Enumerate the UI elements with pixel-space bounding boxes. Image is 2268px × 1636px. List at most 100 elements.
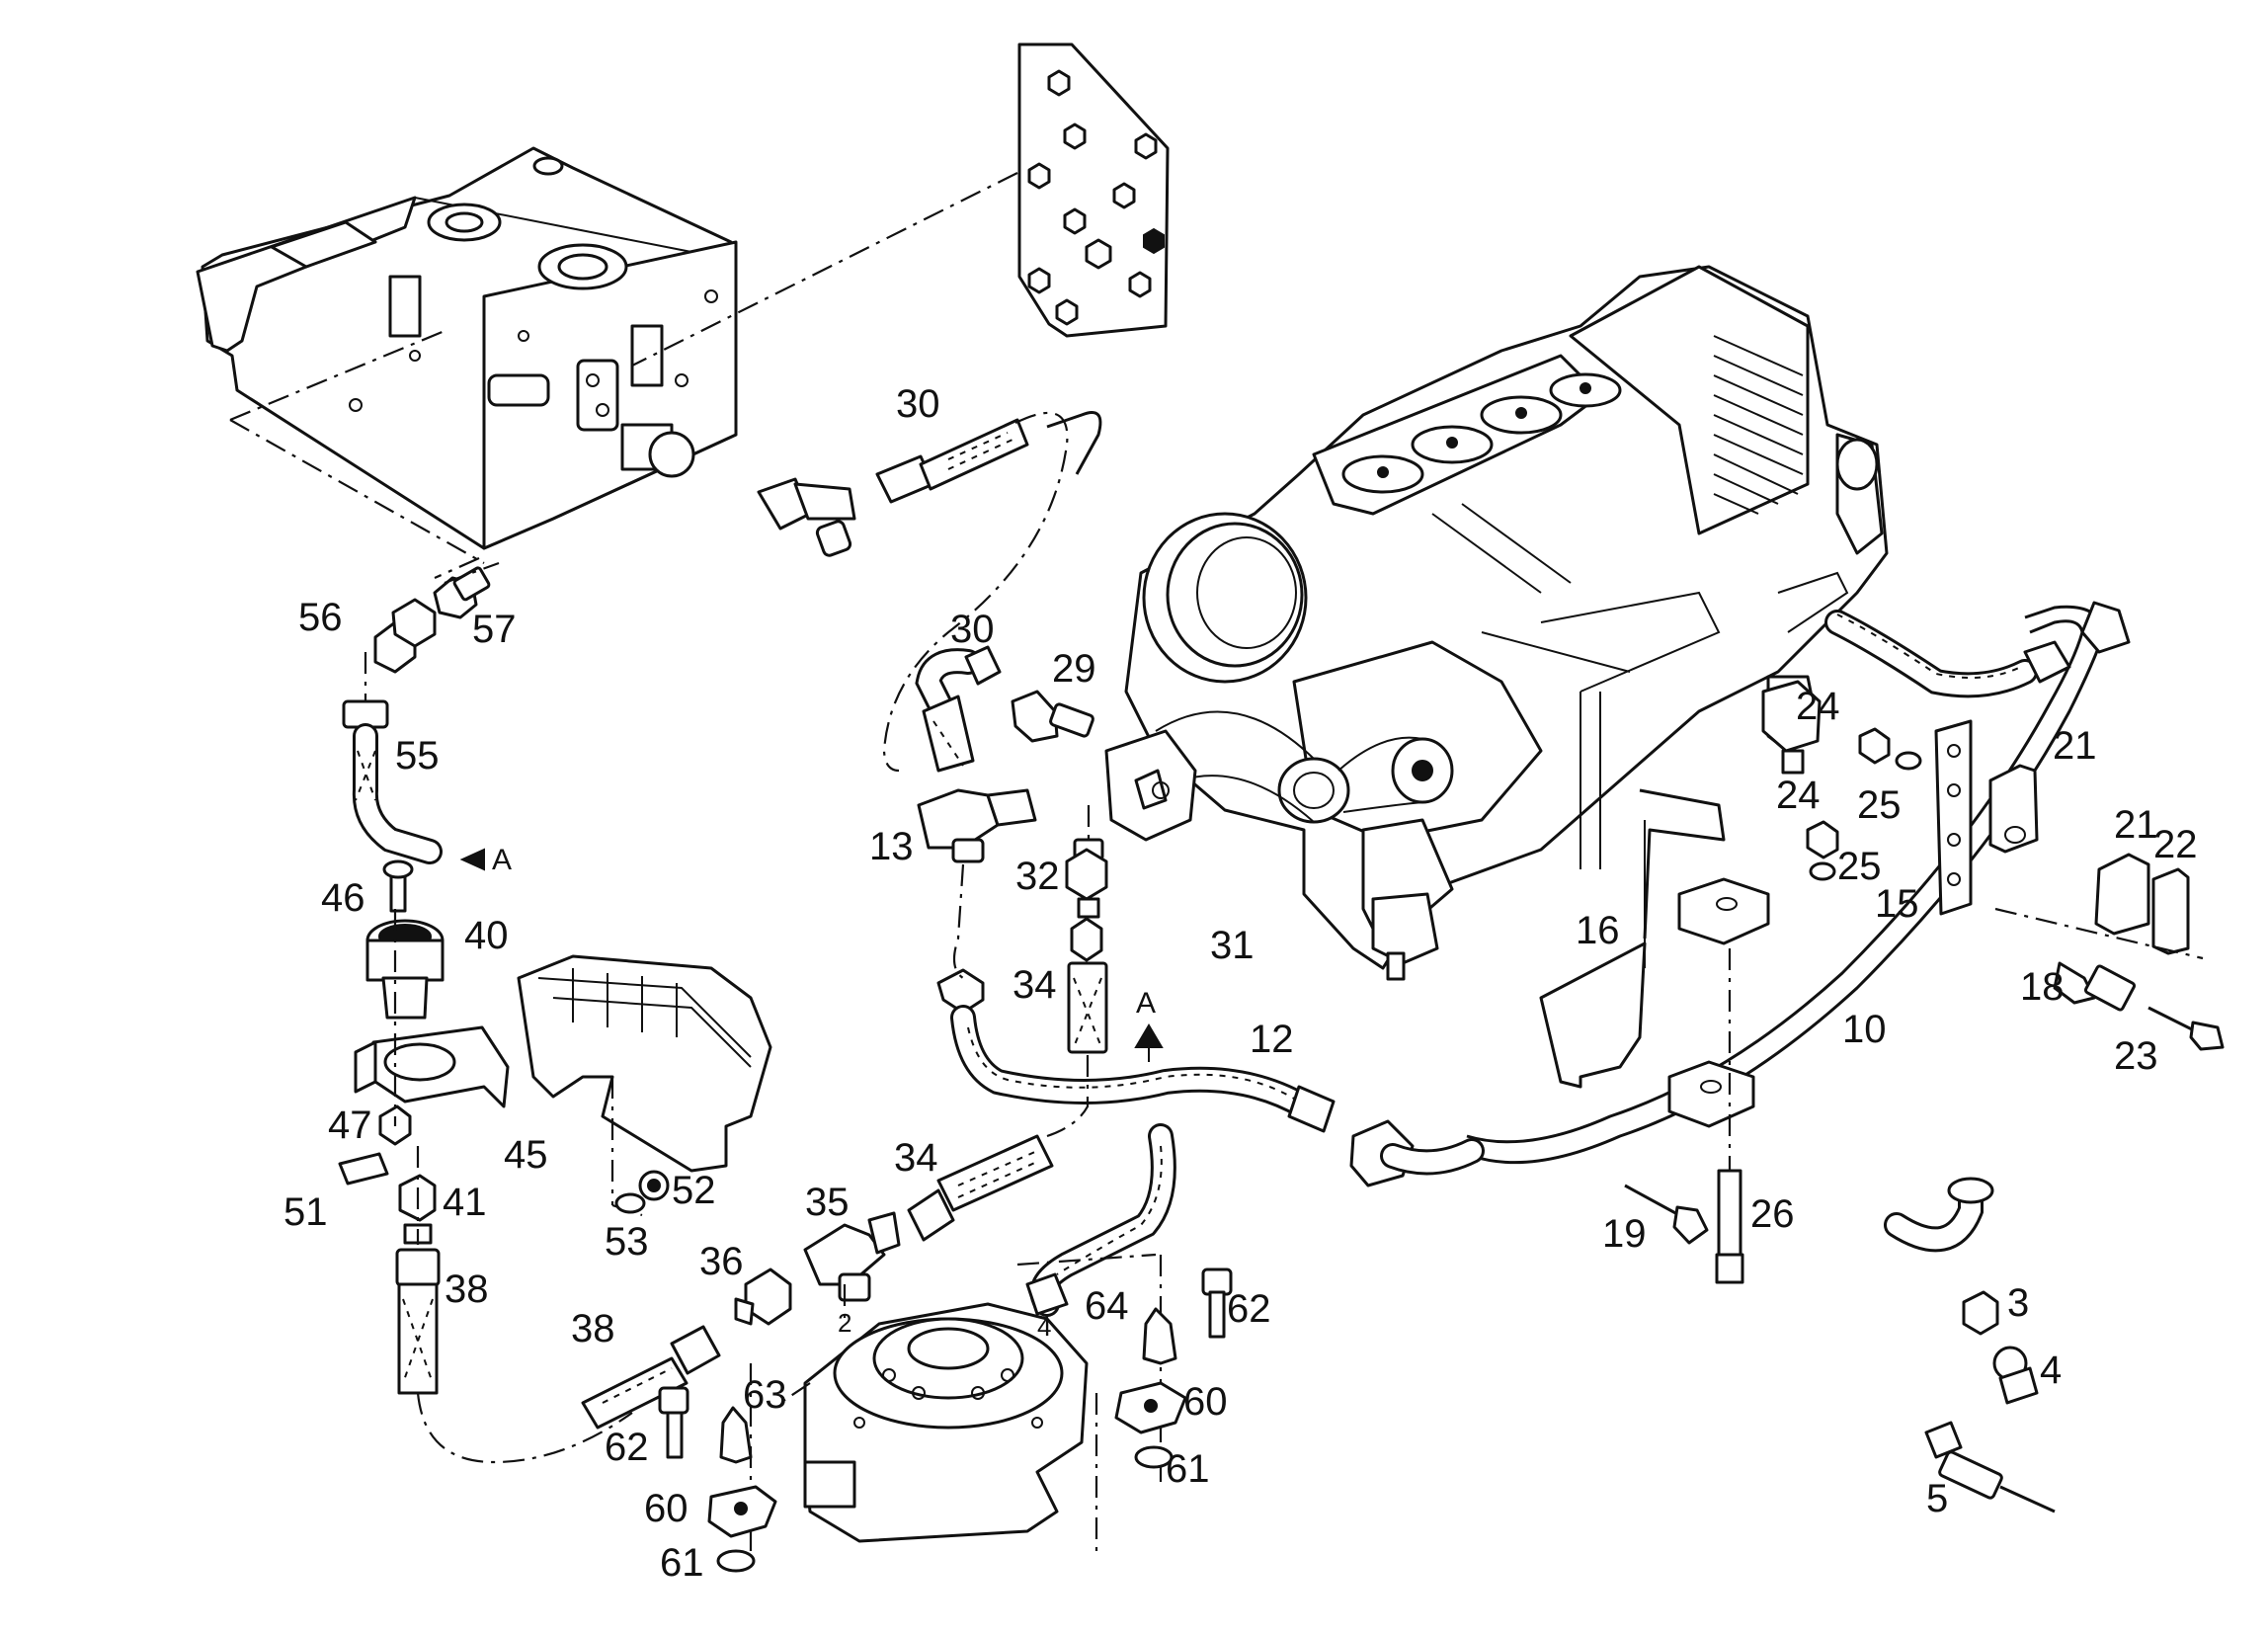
- callout-57: 57: [472, 608, 517, 651]
- callout-51: 51: [284, 1190, 328, 1234]
- clamp-21-upper: [1988, 764, 2039, 854]
- mount-24: [1761, 680, 1822, 775]
- callout-29: 29: [1052, 647, 1096, 691]
- washer-25-upper: [1895, 751, 1922, 771]
- bolt-23: [2147, 1006, 2225, 1051]
- check-valve-63: [719, 1406, 753, 1464]
- callout-5: 5: [1926, 1477, 1948, 1520]
- cover-60-left: [707, 1485, 777, 1538]
- nut-25-upper: [1858, 727, 1891, 765]
- callout-40: 40: [464, 914, 509, 957]
- callout-35: 35: [805, 1181, 850, 1224]
- bracket-15: [1934, 719, 1973, 916]
- washer-53: [614, 1192, 646, 1214]
- callout-53: 53: [605, 1220, 649, 1264]
- plate-nuts: [1027, 69, 1165, 326]
- control-valve-block: [196, 146, 738, 550]
- nut-25-lower: [1806, 820, 1839, 881]
- hose-34-lower: [907, 1134, 1054, 1242]
- hose-38-vertical: [395, 1248, 633, 1464]
- callout-60-left: 60: [644, 1487, 688, 1530]
- callout-61-left: 61: [660, 1541, 704, 1585]
- callout-24-upper: 24: [1796, 685, 1840, 728]
- swivel-joint: [803, 1302, 1089, 1543]
- callout-64: 64: [1085, 1284, 1129, 1328]
- callout-26: 26: [1750, 1192, 1795, 1236]
- callout-23: 23: [2114, 1034, 2158, 1078]
- callout-3: 3: [2007, 1281, 2029, 1325]
- cylinder-heads: [1341, 372, 1622, 494]
- fitting-57: [433, 566, 491, 619]
- adaptor-plate: [1017, 42, 1170, 338]
- callout-12: 12: [1250, 1018, 1294, 1061]
- callout-62-left: 62: [605, 1426, 649, 1469]
- callout-34-upper: 34: [1012, 963, 1057, 1007]
- callout-30-lower: 30: [950, 608, 995, 651]
- fitting-56: [373, 598, 437, 674]
- marker-a-left: A: [492, 844, 512, 876]
- cover-60-right: [1114, 1381, 1187, 1434]
- clamp-block-upper: [1677, 877, 1770, 945]
- washer-52: [638, 1170, 670, 1201]
- callout-60-right: 60: [1183, 1380, 1228, 1424]
- callout-56: 56: [298, 596, 343, 639]
- counterweight-block: [517, 954, 772, 1217]
- callout-19: 19: [1602, 1212, 1647, 1256]
- callout-45: 45: [504, 1133, 548, 1177]
- callout-18: 18: [2020, 965, 2065, 1009]
- callout-16: 16: [1576, 909, 1620, 952]
- callout-2: 2: [838, 1308, 851, 1338]
- hose-30-upper: [875, 411, 1102, 773]
- fitting-5: [1924, 1421, 2056, 1513]
- callout-38-right: 38: [571, 1307, 615, 1350]
- callout-32: 32: [1015, 855, 1060, 898]
- callout-41: 41: [443, 1181, 487, 1224]
- callout-labels: 30 30 29 56 57 55 46 40 47 45 51 41 52 5…: [284, 382, 2198, 1585]
- bolt-18: [2053, 961, 2137, 1012]
- elbow-fitting-3: [1884, 1177, 1999, 1336]
- hose-38-horizontal: [581, 1325, 721, 1430]
- elbow-fitting-13: [917, 788, 1037, 979]
- callout-46: 46: [321, 876, 365, 920]
- callout-21-upper: 21: [2053, 724, 2097, 768]
- check-valve-64: [1142, 1307, 1177, 1365]
- hose-30-lower: [915, 645, 1002, 773]
- marker-a-center: A: [1136, 987, 1156, 1020]
- filter-assembly: [354, 859, 510, 1146]
- o-ring-61-left: [716, 1549, 756, 1573]
- radiator-grille: [1713, 335, 1804, 515]
- valve-elbow-fitting: [757, 477, 856, 557]
- callout-24-lower: 24: [1776, 774, 1821, 817]
- callout-13: 13: [869, 825, 914, 868]
- hose-55: [342, 699, 485, 871]
- pump-flange: [1104, 729, 1197, 842]
- o-ring-61-right: [1134, 1445, 1174, 1469]
- bolt-19: [1624, 1184, 1709, 1245]
- fitting-29: [1011, 690, 1094, 743]
- callout-10: 10: [1842, 1008, 1887, 1051]
- hose-34-upper: [1046, 917, 1108, 1138]
- clamp-21-lower: [2094, 853, 2150, 936]
- callout-52: 52: [672, 1169, 716, 1212]
- bolt-62-right: [1201, 1268, 1233, 1339]
- callout-38-left: 38: [445, 1268, 489, 1311]
- hose-12: [936, 968, 1336, 1317]
- callout-34-lower: 34: [894, 1136, 938, 1180]
- tube-10: [1349, 601, 2131, 1187]
- callout-25-lower: 25: [1837, 845, 1882, 888]
- fitting-4: [1992, 1346, 2039, 1405]
- bolt-26: [1715, 948, 1744, 1284]
- callout-36: 36: [699, 1240, 744, 1283]
- callout-55: 55: [395, 734, 440, 777]
- callout-30-upper: 30: [896, 382, 940, 426]
- callout-62-right: 62: [1227, 1287, 1271, 1331]
- fitting-36: [734, 1268, 792, 1326]
- tee-fitting-35: [803, 1211, 901, 1302]
- clamp-block-lower: [1667, 1060, 1755, 1128]
- callout-47: 47: [328, 1104, 372, 1147]
- callout-4-port: 4: [1037, 1312, 1051, 1342]
- diesel-engine: [1104, 265, 1889, 981]
- callout-22: 22: [2153, 823, 2198, 866]
- callout-63: 63: [743, 1373, 787, 1417]
